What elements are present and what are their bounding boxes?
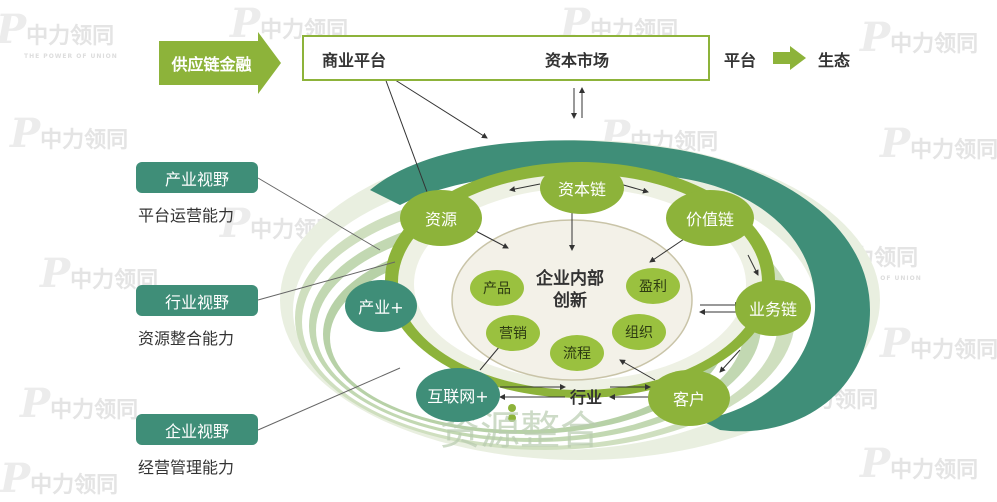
capital-market-label: 资本市场 xyxy=(545,51,610,70)
node-internet-plus: 互联网+ xyxy=(416,368,500,422)
watermark: P中力领同 xyxy=(10,110,129,157)
platform-operation-capability: 平台运营能力 xyxy=(138,206,235,225)
sector-perspective-label: 行业视野 xyxy=(136,285,258,316)
ecology-label: 生态 xyxy=(818,51,851,70)
supply-chain-arrow-shape xyxy=(159,32,281,94)
node-value-chain: 价值链 xyxy=(666,190,754,246)
node-business-chain: 业务链 xyxy=(735,280,811,336)
platform-label: 平台 xyxy=(724,51,757,70)
watermark: P中力领同 xyxy=(880,320,997,367)
connector-lines xyxy=(257,177,401,431)
core-process: 流程 xyxy=(550,335,604,371)
node-resource: 资源 xyxy=(400,190,482,246)
watermark: P中力领同THE POWER OF UNION xyxy=(0,6,118,60)
core-product: 产品 xyxy=(470,270,524,306)
management-capability: 经营管理能力 xyxy=(138,458,235,477)
platform-ecology-arrow xyxy=(773,46,806,70)
watermark: P中力领同 xyxy=(0,455,119,502)
core-title-line2: 创新 xyxy=(553,291,587,311)
bottom-dots xyxy=(508,404,516,422)
node-industry-plus: 产业+ xyxy=(345,280,417,332)
supply-chain-label: 供应链金融 xyxy=(171,55,252,74)
watermark: P中力领同 xyxy=(880,120,997,167)
node-capital-chain: 资本链 xyxy=(540,162,624,214)
resource-integration-capability: 资源整合能力 xyxy=(138,329,235,348)
core-marketing: 营销 xyxy=(486,315,540,351)
industry-perspective-label: 产业视野 xyxy=(136,162,258,193)
outer-dark-ring xyxy=(370,140,870,432)
sector-label: 行业 xyxy=(570,388,603,407)
arc-arrows xyxy=(509,183,759,373)
node-customer: 客户 xyxy=(648,370,730,426)
business-platform-label: 商业平台 xyxy=(322,51,387,70)
bottom-arrows xyxy=(499,384,651,400)
core-organization: 组织 xyxy=(612,314,666,350)
watermark: P中力领同 xyxy=(860,440,979,487)
top-bar-box xyxy=(302,35,710,81)
watermark: P中力领同 xyxy=(20,380,139,427)
enterprise-perspective-label: 企业视野 xyxy=(136,414,258,445)
core-profit: 盈利 xyxy=(626,268,680,304)
watermark: P中力领同 xyxy=(860,14,979,61)
core-title-line1: 企业内部 xyxy=(536,269,604,289)
supply-chain-arrow: 供应链金融 xyxy=(159,37,281,89)
